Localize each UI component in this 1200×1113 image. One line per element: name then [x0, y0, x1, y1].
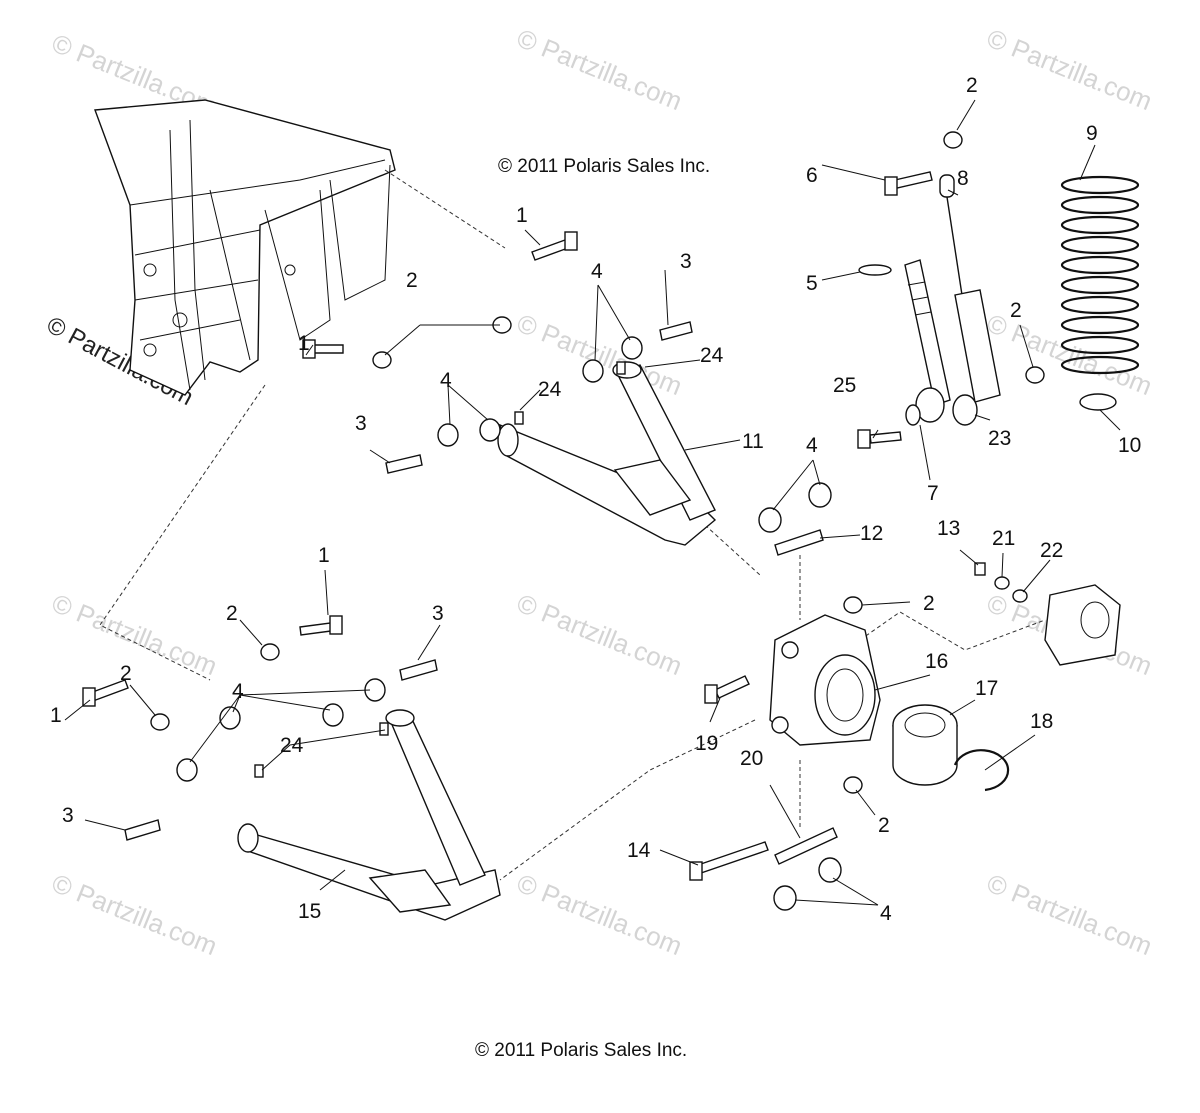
- callout-5: 5: [806, 272, 818, 295]
- pins: [124, 321, 838, 865]
- callout-2: 2: [878, 814, 890, 837]
- callout-4: 4: [232, 680, 244, 703]
- callout-4: 4: [591, 260, 603, 283]
- callout-24: 24: [280, 734, 304, 757]
- knuckle: [769, 614, 881, 746]
- callout-1: 1: [318, 544, 330, 567]
- callout-2: 2: [923, 592, 935, 615]
- callout-12: 12: [860, 522, 883, 545]
- callout-9: 9: [1086, 122, 1098, 145]
- alignment-lines: [99, 169, 1046, 881]
- nuts: [150, 131, 1045, 794]
- copyright-top: © 2011 Polaris Sales Inc.: [498, 156, 710, 177]
- callout-14: 14: [627, 839, 651, 862]
- callout-1: 1: [516, 204, 528, 227]
- leader-lines: [64, 99, 1121, 906]
- watermark: © Partzilla.com: [48, 868, 222, 961]
- callout-11: 11: [742, 430, 764, 453]
- watermark: © Partzilla.com: [513, 23, 687, 116]
- callout-18: 18: [1030, 710, 1053, 733]
- callout-numbers: 1 1 1 1 2 2 2 2 2 2 2 2 3 3 3 3 3 4 4 4 …: [50, 74, 1141, 925]
- callout-2: 2: [1010, 299, 1022, 322]
- spring-retainer: [1079, 393, 1117, 411]
- callout-6: 6: [806, 164, 818, 187]
- callout-7: 7: [927, 482, 939, 505]
- callout-10: 10: [1118, 434, 1141, 457]
- bushings: [176, 336, 842, 911]
- watermark: © Partzilla.com: [513, 868, 687, 961]
- grease-fittings: [254, 361, 626, 778]
- frame: [94, 99, 396, 396]
- callout-24: 24: [700, 344, 724, 367]
- bump-stop-washer: [858, 264, 892, 276]
- lower-a-arm: [237, 709, 501, 921]
- callout-3: 3: [62, 804, 74, 827]
- callout-2: 2: [966, 74, 978, 97]
- upper-a-arm: [497, 361, 717, 546]
- watermark: © Partzilla.com: [48, 588, 222, 681]
- snap-ring: [953, 749, 1010, 792]
- callout-25: 25: [833, 374, 856, 397]
- callout-3: 3: [432, 602, 444, 625]
- callout-23: 23: [988, 427, 1011, 450]
- callout-17: 17: [975, 677, 998, 700]
- callout-3: 3: [355, 412, 367, 435]
- callout-2: 2: [120, 662, 132, 685]
- callout-21: 21: [992, 527, 1015, 550]
- callout-2: 2: [406, 269, 418, 292]
- callout-20: 20: [740, 747, 763, 770]
- callout-2: 2: [226, 602, 238, 625]
- callout-4: 4: [880, 902, 892, 925]
- callout-22: 22: [1040, 539, 1063, 562]
- callout-1: 1: [298, 332, 310, 355]
- callout-16: 16: [925, 650, 948, 673]
- copyright-bottom: © 2011 Polaris Sales Inc.: [475, 1040, 687, 1061]
- watermark: © Partzilla.com: [513, 588, 687, 681]
- callout-4: 4: [806, 434, 818, 457]
- callout-13: 13: [937, 517, 960, 540]
- callout-1: 1: [50, 704, 62, 727]
- shock-absorber: [904, 174, 1001, 426]
- callout-15: 15: [298, 900, 321, 923]
- callout-3: 3: [680, 250, 692, 273]
- watermark: © Partzilla.com: [983, 868, 1157, 961]
- brake-caliper: [1044, 584, 1121, 666]
- coil-spring: [1060, 175, 1140, 375]
- watermark: © Partzilla.com: [983, 308, 1157, 401]
- callout-4: 4: [440, 369, 452, 392]
- watermark: © Partzilla.com: [983, 23, 1157, 116]
- callout-19: 19: [695, 732, 718, 755]
- bolts: [82, 171, 986, 881]
- callout-24: 24: [538, 378, 562, 401]
- callout-8: 8: [957, 167, 969, 190]
- bearing: [892, 704, 958, 786]
